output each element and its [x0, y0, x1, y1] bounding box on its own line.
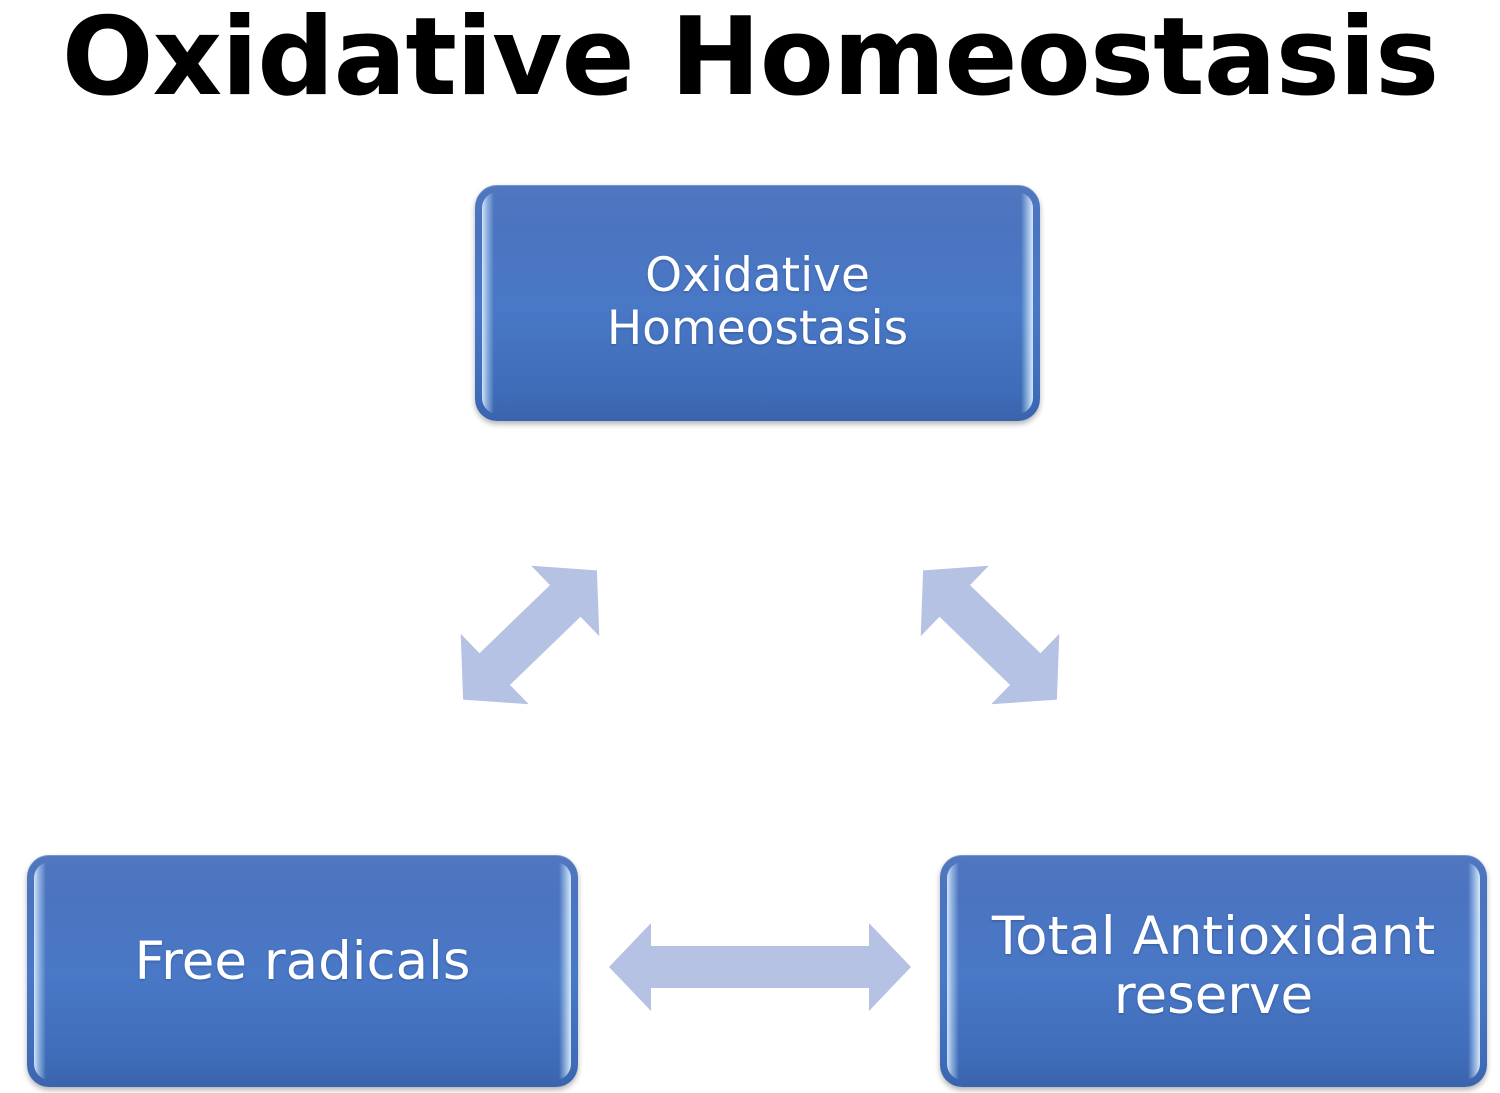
page-title: Oxidative Homeostasis	[61, 0, 1440, 120]
node-label-oxidative-homeostasis: Oxidative Homeostasis	[607, 250, 908, 355]
node-label-line-1: Oxidative	[645, 248, 870, 304]
node-box-oxidative-homeostasis[interactable]: Oxidative Homeostasis	[475, 185, 1040, 421]
node-label-line-2: Homeostasis	[606, 301, 909, 356]
node-label-line-2: reserve	[1113, 965, 1314, 1026]
node-box-total-antioxidant-reserve[interactable]: Total Antioxidant reserve	[940, 855, 1487, 1087]
node-label-line-1: Total Antioxidant	[991, 905, 1436, 967]
node-box-free-radicals[interactable]: Free radicals	[27, 855, 578, 1087]
node-label-total-antioxidant-reserve: Total Antioxidant reserve	[991, 905, 1436, 1036]
double-headed-arrow-icon-bottom	[605, 915, 915, 1020]
node-label-line-1: Free radicals	[134, 931, 471, 993]
double-headed-arrow-icon-right	[875, 515, 1105, 755]
double-headed-arrow-icon-left	[415, 515, 645, 755]
node-label-free-radicals: Free radicals	[135, 932, 471, 1009]
